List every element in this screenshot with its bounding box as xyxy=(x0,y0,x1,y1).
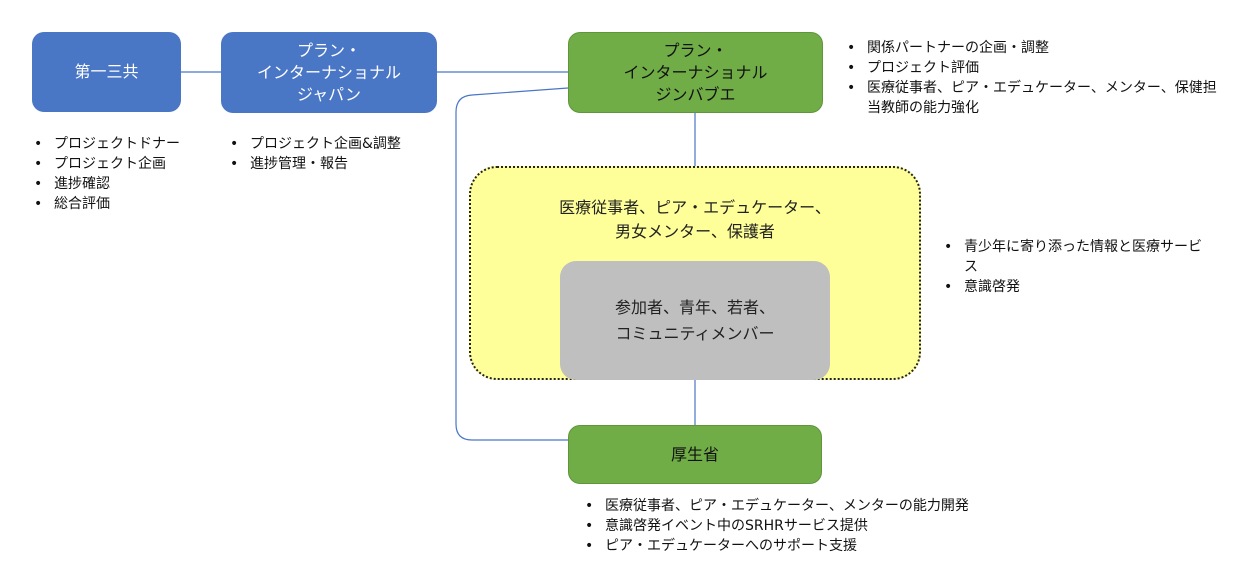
providers-label: 医療従事者、ピア・エデュケーター、 男女メンター、保護者 xyxy=(559,198,831,241)
node-plan-zimbabwe-label: プラン・ インターナショナル ジンバブエ xyxy=(623,40,768,104)
connector-planzimbabwe-ministry xyxy=(455,87,569,441)
plan-japan-role-item: プロジェクト企画&調整 xyxy=(228,134,453,154)
node-plan-japan-label: プラン・ インターナショナル ジャパン xyxy=(256,40,401,104)
providers-roles-list: 青少年に寄り添った情報と医療サービス 意識啓発 xyxy=(942,237,1212,297)
node-participants-label: 参加者、青年、若者、 コミュニティメンバー xyxy=(614,297,775,343)
daiichi-role-item: 総合評価 xyxy=(32,194,217,214)
plan-zimbabwe-role-item: 関係パートナーの企画・調整 xyxy=(845,38,1230,58)
ministry-role-item: 意識啓発イベント中のSRHRサービス提供 xyxy=(583,516,1043,536)
daiichi-role-item: 進捗確認 xyxy=(32,174,217,194)
node-plan-zimbabwe: プラン・ インターナショナル ジンバブエ xyxy=(568,32,823,113)
daiichi-role-item: プロジェクトドナー xyxy=(32,134,217,154)
plan-japan-roles-list: プロジェクト企画&調整 進捗管理・報告 xyxy=(228,134,453,174)
plan-zimbabwe-role-item: 医療従事者、ピア・エデュケーター、メンター、保健担当教師の能力強化 xyxy=(845,78,1230,118)
providers-role-item: 意識啓発 xyxy=(942,277,1212,297)
daiichi-role-item: プロジェクト企画 xyxy=(32,154,217,174)
plan-zimbabwe-roles-list: 関係パートナーの企画・調整 プロジェクト評価 医療従事者、ピア・エデュケーター、… xyxy=(845,38,1230,118)
ministry-role-item: ピア・エデュケーターへのサポート支援 xyxy=(583,536,1043,556)
plan-japan-role-item: 進捗管理・報告 xyxy=(228,154,453,174)
plan-zimbabwe-role-item: プロジェクト評価 xyxy=(845,58,1230,78)
node-daiichi-sankyo-label: 第一三共 xyxy=(74,62,139,81)
node-ministry-label: 厚生省 xyxy=(670,444,719,464)
providers-role-item: 青少年に寄り添った情報と医療サービス xyxy=(942,237,1212,277)
ministry-roles-list: 医療従事者、ピア・エデュケーター、メンターの能力開発 意識啓発イベント中のSRH… xyxy=(583,496,1043,556)
node-daiichi-sankyo: 第一三共 xyxy=(32,32,181,112)
ministry-role-item: 医療従事者、ピア・エデュケーター、メンターの能力開発 xyxy=(583,496,1043,516)
node-participants: 参加者、青年、若者、 コミュニティメンバー xyxy=(560,261,830,380)
node-ministry-of-health: 厚生省 xyxy=(568,425,822,484)
node-plan-japan: プラン・ インターナショナル ジャパン xyxy=(221,32,437,113)
daiichi-roles-list: プロジェクトドナー プロジェクト企画 進捗確認 総合評価 xyxy=(32,134,217,214)
